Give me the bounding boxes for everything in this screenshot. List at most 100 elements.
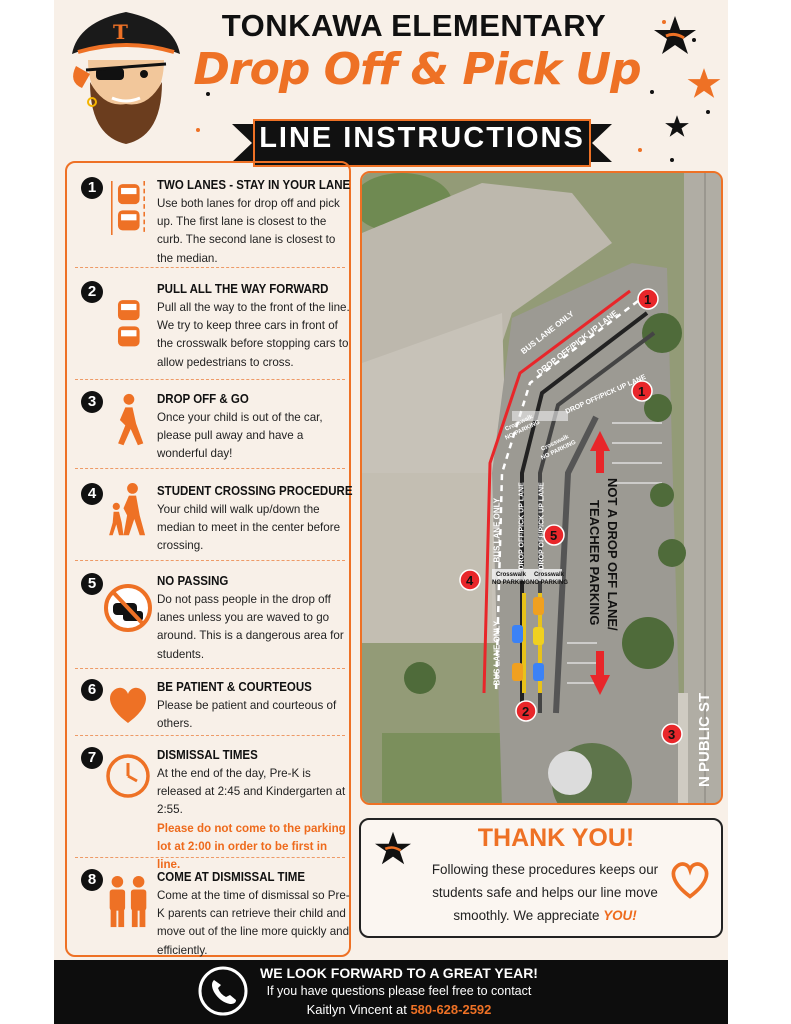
step-title: NO PASSING <box>157 574 229 588</box>
star-icon <box>687 68 721 98</box>
school-name: TONKAWA ELEMENTARY <box>221 8 607 43</box>
star-icon <box>665 115 689 137</box>
step-text: Come at the time of dismissal so Pre-K p… <box>157 889 350 957</box>
car-line-icon <box>117 300 140 347</box>
step-number: 5 <box>81 573 103 595</box>
heart-outline-icon <box>671 862 709 899</box>
adult-child-walking-icon <box>109 483 146 536</box>
dropoff-lane-label: DROP OFF/PICK UP LANE <box>518 482 526 570</box>
step-4: 4 STUDENT CROSSING PROCEDURE Your child … <box>67 481 353 561</box>
step-text: Your child will walk up/down the median … <box>157 503 341 553</box>
not-dropoff-line1: NOT A DROP OFF LANE/ <box>605 478 620 631</box>
map-marker <box>631 380 653 402</box>
clock-icon <box>106 754 150 798</box>
footer: WE LOOK FORWARD TO A GREAT YEAR! If you … <box>54 960 728 1024</box>
step-title: DISMISSAL TIMES <box>157 748 258 762</box>
sparkle-dots <box>196 20 710 162</box>
crosswalk-text: Crosswalk <box>495 572 526 578</box>
heart-icon <box>109 687 147 723</box>
step-title: COME AT DISMISSAL TIME <box>157 870 306 884</box>
step-3: 3 DROP OFF & GO Once your child is out o… <box>67 389 353 469</box>
banner-text: LINE INSTRUCTIONS <box>259 122 585 154</box>
pirate-mascot-icon <box>72 12 180 144</box>
divider <box>75 468 345 469</box>
instructions-panel: 1 TWO LANES - STAY IN YOUR LANE Use both… <box>65 161 353 957</box>
two-cars-icon <box>111 181 145 235</box>
walking-person-icon <box>118 393 144 446</box>
step-number: 6 <box>81 679 103 701</box>
divider <box>75 560 345 561</box>
crosswalk-label: Crosswalk NO PARKING <box>492 571 530 587</box>
footer-headline: WE LOOK FORWARD TO A GREAT YEAR! <box>260 965 538 981</box>
bus-lane-label: BUS LANE ONLY <box>492 620 502 686</box>
dropoff-lane-label: DROP OFF/PICK UP LANE <box>538 482 546 570</box>
map-marker <box>459 569 481 591</box>
map-marker-2: 2 <box>522 704 530 719</box>
crosswalk-label: Crosswalk NO PARKING <box>530 571 568 587</box>
map-marker-4: 4 <box>466 573 474 588</box>
street-label: N PUBLIC ST <box>696 692 713 787</box>
map-marker-1a: 1 <box>644 292 652 307</box>
contact-name: Kaitlyn Vincent at <box>306 1002 407 1017</box>
step-8: 8 COME AT DISMISSAL TIME Come at the tim… <box>67 867 353 957</box>
step-warning: Please do not come to the parking lot at… <box>157 821 346 872</box>
thank-you-title: THANK YOU! <box>477 824 635 852</box>
step-number: 3 <box>81 391 103 413</box>
divider <box>75 267 345 268</box>
star-icon <box>375 831 411 865</box>
step-title: TWO LANES - STAY IN YOUR LANE <box>157 178 351 192</box>
star-icon <box>654 16 696 54</box>
step-number: 8 <box>81 869 103 891</box>
step-text: Do not pass people in the drop off lanes… <box>157 593 344 661</box>
poster: T TONKAWA ELEMENTARY Drop Off & Pick Up … <box>54 0 728 1024</box>
step-title: STUDENT CROSSING PROCEDURE <box>157 484 353 498</box>
divider <box>75 379 345 380</box>
step-text: Use both lanes for drop off and pick up.… <box>157 197 340 265</box>
footer-contact: Kaitlyn Vincent at 580-628-2592 <box>254 1002 544 1017</box>
step-title: BE PATIENT & COURTEOUS <box>157 680 312 694</box>
phone-icon <box>198 966 248 1016</box>
thank-you-emphasis: YOU! <box>603 908 637 923</box>
step-number: 4 <box>81 483 103 505</box>
thank-you-body: Following these procedures keeps our stu… <box>431 862 659 923</box>
step-number: 2 <box>81 281 103 303</box>
aerial-map: 1 1 2 3 4 5 BUS LANE ONLY DROP OFF/PICK … <box>360 171 723 805</box>
divider <box>75 735 345 736</box>
step-title: DROP OFF & GO <box>157 392 249 406</box>
thank-you-text: Following these procedures keeps our stu… <box>409 858 681 927</box>
step-2: 2 PULL ALL THE WAY FORWARD Pull all the … <box>67 279 353 379</box>
step-text: Please be patient and courteous of other… <box>157 699 337 731</box>
parents-icon <box>109 875 147 928</box>
step-5: 5 NO PASSING Do not pass people in the d… <box>67 571 353 663</box>
map-marker-3: 3 <box>668 727 676 742</box>
page-title: Drop Off & Pick Up <box>193 44 641 95</box>
title-banner <box>232 119 612 167</box>
step-6: 6 BE PATIENT & COURTEOUS Please be patie… <box>67 677 353 737</box>
no-passing-icon <box>104 584 152 632</box>
step-1: 1 TWO LANES - STAY IN YOUR LANE Use both… <box>67 175 353 267</box>
map-marker-5: 5 <box>550 528 558 543</box>
not-dropoff-label: NOT A DROP OFF LANE/ TEACHER PARKING <box>587 478 642 638</box>
bus-lane-label: BUS LANE ONLY <box>492 497 502 563</box>
step-text: At the end of the day, Pre-K is released… <box>157 765 353 874</box>
thank-you-box: THANK YOU! Following these procedures ke… <box>359 818 723 938</box>
map-marker <box>515 700 537 722</box>
map-marker <box>637 288 659 310</box>
step-text: Once your child is out of the car, pleas… <box>157 411 323 461</box>
crosswalk-text: Crosswalk <box>533 572 564 578</box>
step-number: 1 <box>81 177 103 199</box>
map-marker <box>661 723 683 745</box>
no-parking-text: NO PARKING <box>492 580 530 586</box>
no-parking-text: NO PARKING <box>530 580 568 586</box>
divider <box>75 857 345 858</box>
step-7: 7 DISMISSAL TIMES At the end of the day,… <box>67 745 353 871</box>
map-marker-1b: 1 <box>638 384 646 399</box>
footer-subtext: If you have questions please feel free t… <box>266 984 532 998</box>
map-image <box>362 173 721 803</box>
step-text-body: At the end of the day, Pre-K is released… <box>157 767 346 817</box>
not-dropoff-line2: TEACHER PARKING <box>587 500 602 626</box>
step-text: Pull all the way to the front of the lin… <box>157 301 350 369</box>
contact-phone[interactable]: 580-628-2592 <box>410 1002 492 1017</box>
divider <box>75 668 345 669</box>
mascot-hat-letter: T <box>113 20 128 44</box>
